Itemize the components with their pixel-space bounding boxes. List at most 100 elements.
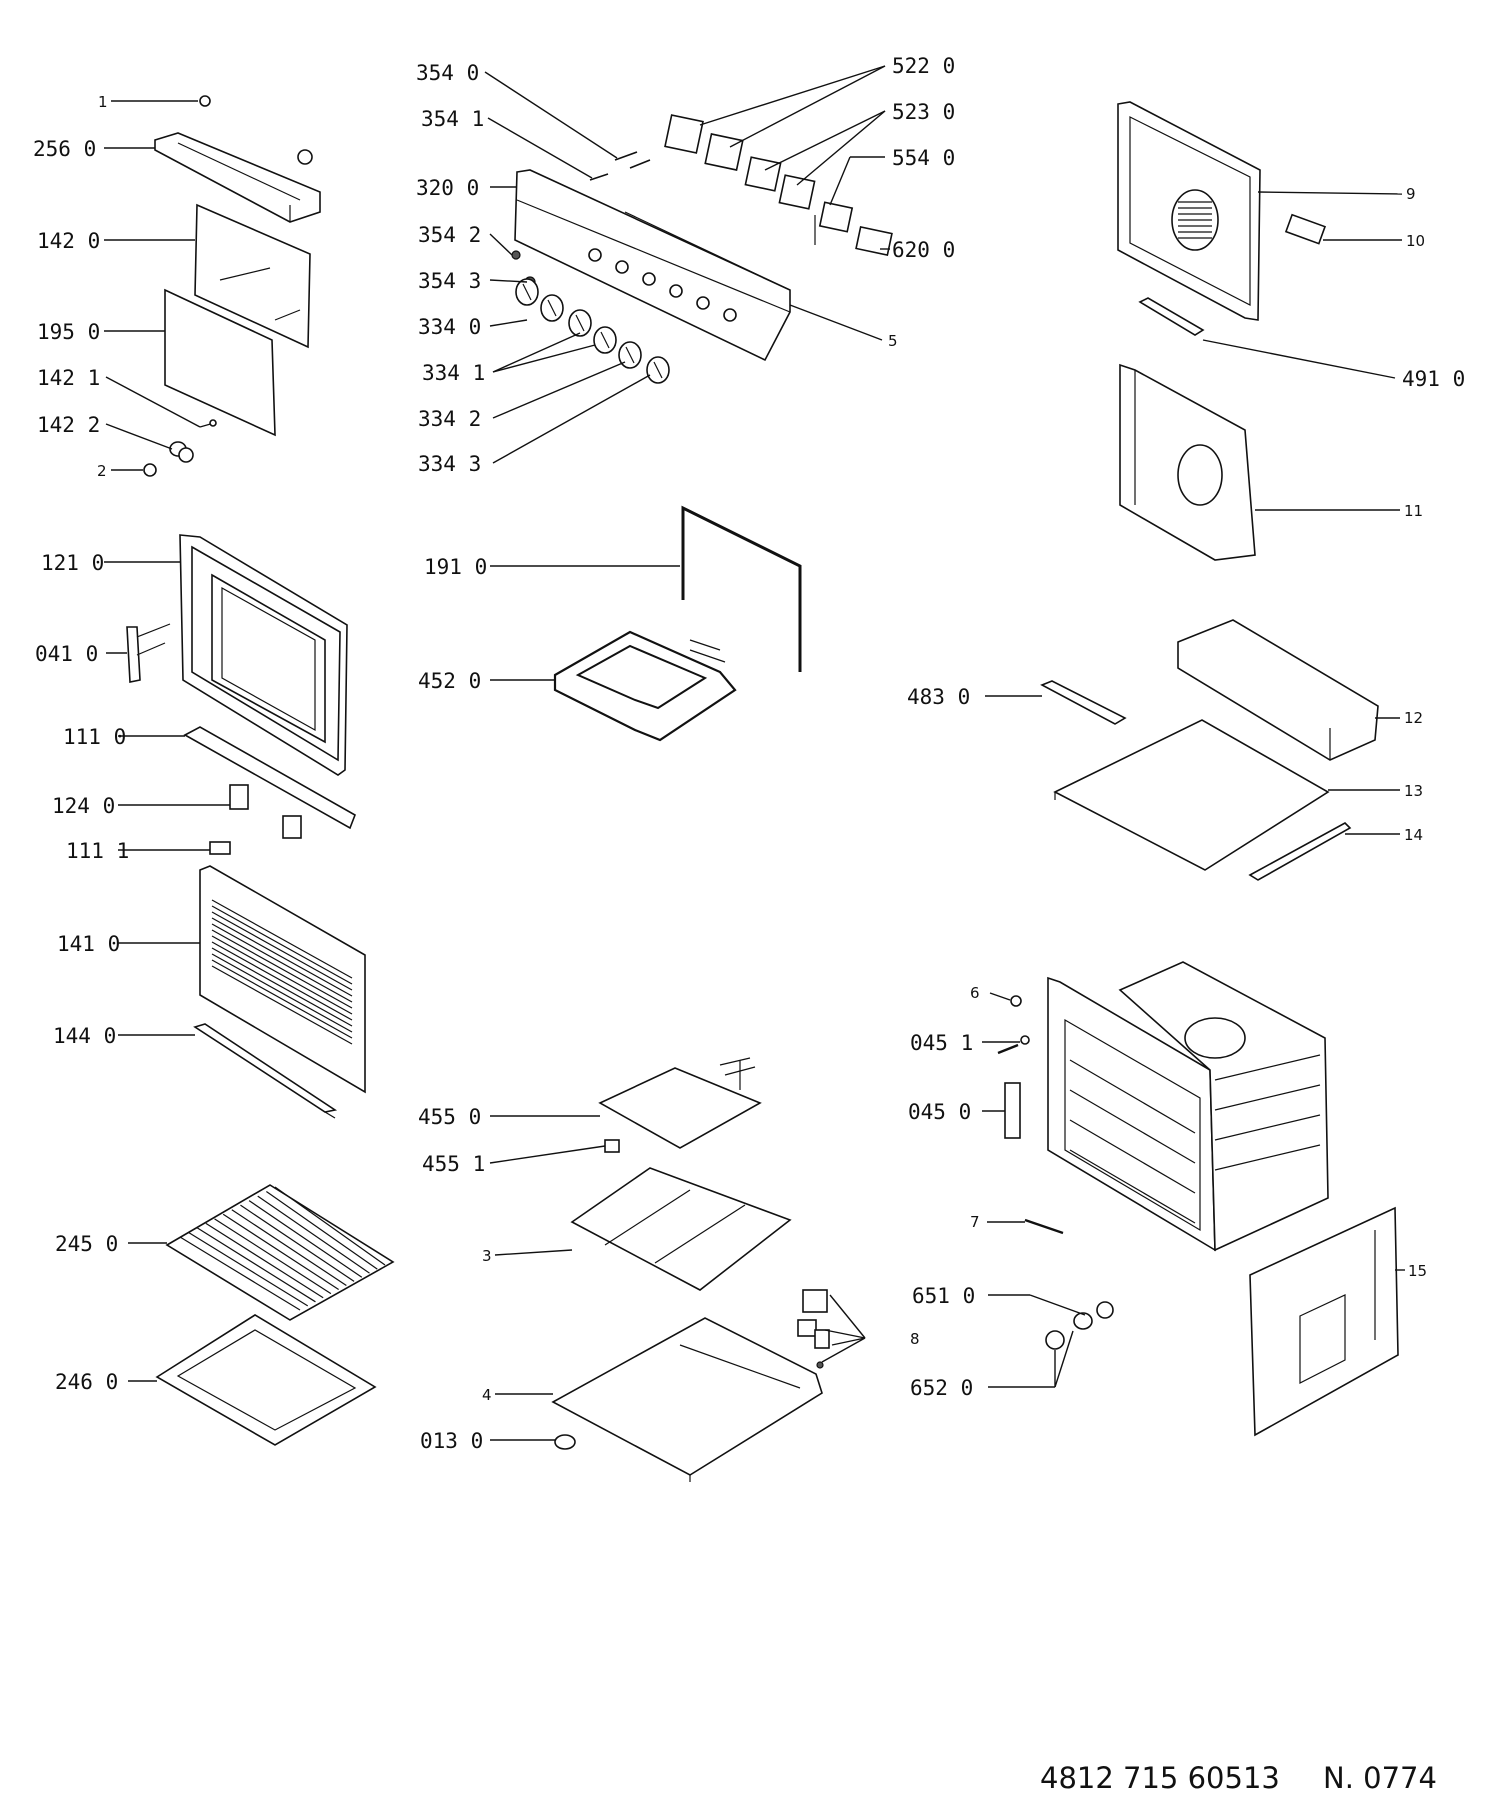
- detail-stroke: [266, 1191, 378, 1270]
- label-651-0: 651 0: [912, 1284, 975, 1308]
- part-lamp: [1045, 1301, 1114, 1350]
- part-labels: 1 256 0 142 0 195 0 142 1 142 2 2 121 0 …: [33, 54, 1465, 1453]
- detail-stroke: [211, 899, 353, 979]
- detail-stroke: [257, 1195, 370, 1274]
- detail-stroke: [575, 314, 585, 332]
- detail-stroke: [205, 1222, 324, 1299]
- label-7: 7: [970, 1213, 980, 1231]
- detail-stroke: [274, 1186, 386, 1266]
- part-front-strip: [1248, 822, 1352, 881]
- part-oven-floor: [570, 1167, 792, 1291]
- detail-stroke: [1214, 1144, 1321, 1171]
- label-455-1: 455 1: [422, 1152, 485, 1176]
- label-245-0: 245 0: [55, 1232, 118, 1256]
- detail-stroke: [248, 1200, 363, 1278]
- leader-lines: [104, 65, 1405, 1441]
- label-491-0: 491 0: [1402, 367, 1465, 391]
- label-4: 4: [482, 1386, 492, 1404]
- part-hinge: [126, 623, 171, 683]
- detail-stroke: [1069, 1089, 1196, 1164]
- label-334-3: 334 3: [418, 452, 481, 476]
- label-111-1: 111 1: [66, 839, 129, 863]
- detail-stroke: [1214, 1084, 1321, 1111]
- detail-stroke: [188, 1231, 309, 1307]
- label-121-0: 121 0: [41, 551, 104, 575]
- label-334-1: 334 1: [422, 361, 485, 385]
- label-620-0: 620 0: [892, 238, 955, 262]
- part-outer-door-panel: [199, 865, 366, 1094]
- label-320-0: 320 0: [416, 176, 479, 200]
- part-baking-tray: [155, 1314, 377, 1446]
- detail-circle: [588, 248, 602, 262]
- label-13: 13: [1404, 782, 1423, 800]
- detail-stroke: [1214, 1114, 1321, 1141]
- detail-stroke: [196, 1227, 316, 1303]
- detail-stroke: [211, 905, 353, 985]
- label-354-0: 354 0: [416, 61, 479, 85]
- detail-stroke: [211, 923, 353, 1003]
- label-045-0: 045 0: [908, 1100, 971, 1124]
- label-15: 15: [1408, 1262, 1427, 1280]
- part-control-knobs: [515, 278, 670, 384]
- label-455-0: 455 0: [418, 1105, 481, 1129]
- label-256-0: 256 0: [33, 137, 96, 161]
- label-10: 10: [1406, 232, 1425, 250]
- detail-circle: [723, 308, 737, 322]
- part-element-bracket: [604, 1139, 620, 1153]
- label-522-0: 522 0: [892, 54, 955, 78]
- label-483-0: 483 0: [907, 685, 970, 709]
- label-6: 6: [970, 984, 980, 1002]
- detail-stroke: [211, 911, 353, 991]
- label-554-0: 554 0: [892, 146, 955, 170]
- detail-stroke: [1069, 1119, 1196, 1194]
- label-652-0: 652 0: [910, 1376, 973, 1400]
- part-fan-bracket: [1119, 363, 1256, 561]
- label-124-0: 124 0: [52, 794, 115, 818]
- part-number: 4812 715 60513: [1040, 1761, 1280, 1795]
- label-11: 11: [1404, 502, 1423, 520]
- detail-circle: [696, 296, 710, 310]
- detail-stroke: [522, 283, 532, 301]
- label-045-1: 045 1: [910, 1031, 973, 1055]
- part-screw-142-1: [199, 419, 217, 428]
- label-111-0: 111 0: [63, 725, 126, 749]
- detail-stroke: [211, 959, 353, 1039]
- part-screw-1: [199, 95, 211, 107]
- label-354-1: 354 1: [421, 107, 484, 131]
- label-3: 3: [482, 1247, 492, 1265]
- detail-stroke: [211, 965, 353, 1045]
- label-9: 9: [1406, 185, 1416, 203]
- label-142-0: 142 0: [37, 229, 100, 253]
- detail-circle: [669, 284, 683, 298]
- label-8: 8: [910, 1330, 920, 1348]
- part-terminal-block: [1138, 297, 1205, 336]
- label-142-2: 142 2: [37, 413, 100, 437]
- label-452-0: 452 0: [418, 669, 481, 693]
- label-195-0: 195 0: [37, 320, 100, 344]
- detail-stroke: [211, 917, 353, 997]
- detail-stroke: [1069, 1059, 1196, 1134]
- detail-stroke: [222, 1213, 339, 1291]
- detail-stroke: [211, 947, 353, 1027]
- label-144-0: 144 0: [53, 1024, 116, 1048]
- label-246-0: 246 0: [55, 1370, 118, 1394]
- label-14: 14: [1404, 826, 1423, 844]
- part-door-handle: [183, 726, 356, 830]
- label-5: 5: [888, 332, 898, 350]
- part-oven-gasket: [681, 505, 802, 672]
- part-wire-rack: [165, 1184, 395, 1321]
- label-2: 2: [97, 462, 107, 480]
- part-top-cover: [154, 132, 321, 223]
- part-top-cover-box: [1177, 619, 1379, 761]
- part-handle-clips: [229, 784, 302, 839]
- detail-stroke: [211, 941, 353, 1021]
- part-grill-element: [553, 630, 737, 742]
- label-523-0: 523 0: [892, 100, 955, 124]
- label-334-2: 334 2: [418, 407, 481, 431]
- part-screw-6: [1010, 995, 1022, 1007]
- part-thermostat-parts: [797, 1289, 830, 1369]
- detail-stroke: [653, 361, 663, 379]
- part-terminal-strip: [1040, 680, 1127, 725]
- detail-stroke: [600, 331, 610, 349]
